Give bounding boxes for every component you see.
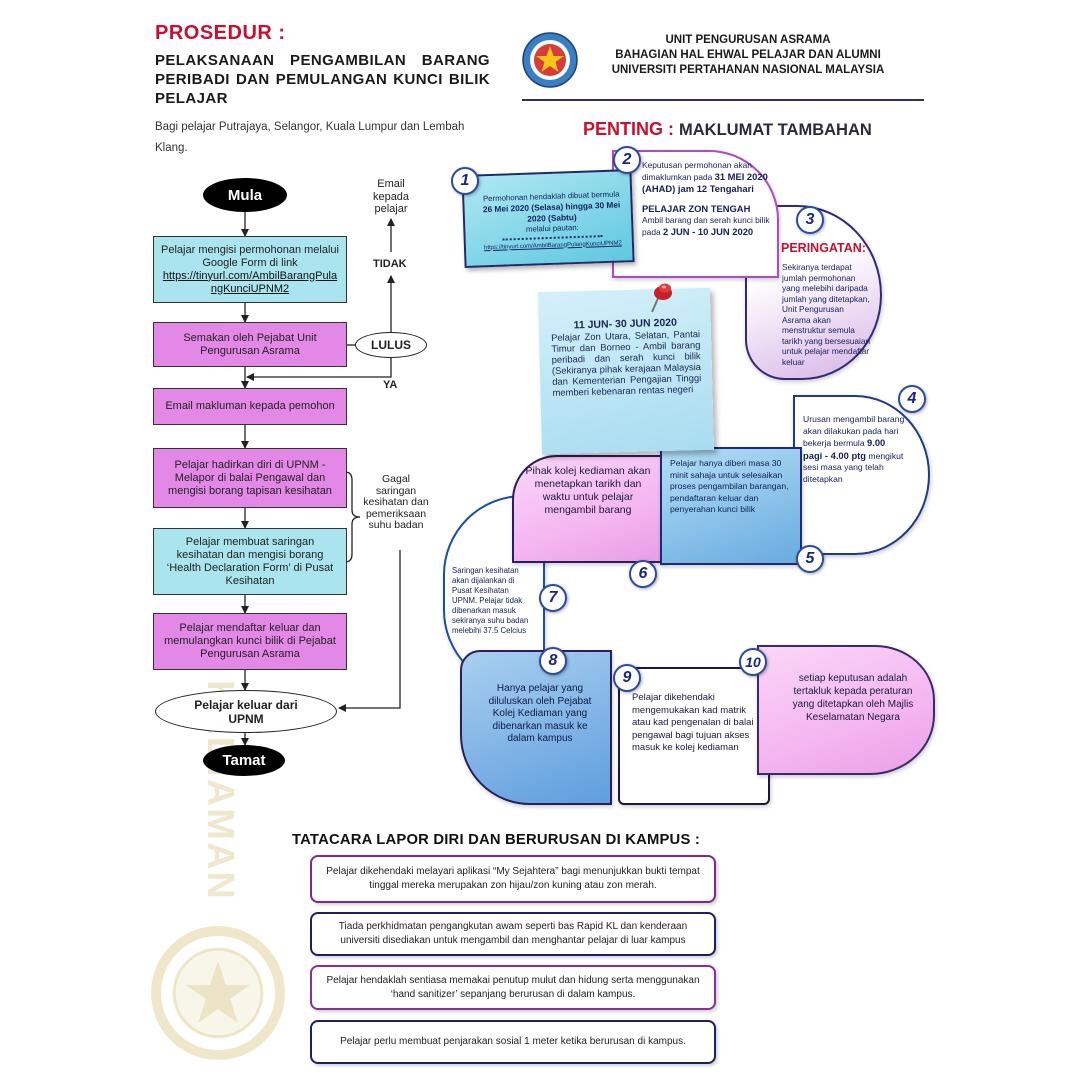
number-badge-2: 2 [613, 146, 641, 174]
segment-2-zone: PELAJAR ZON TENGAH [642, 203, 751, 214]
step3-box: Email makluman kepada pemohon [153, 388, 347, 425]
step1-text: Pelajar mengisi permohonan melalui Googl… [161, 243, 339, 269]
number-badge-1: 1 [451, 167, 479, 195]
sticky-note-text: Pelajar Zon Utara, Selatan, Pantai Timur… [550, 328, 702, 398]
org-unit: UNIT PENGURUSAN ASRAMA [665, 34, 831, 46]
upnm-logo-icon [522, 32, 578, 88]
segment-6-shape [512, 455, 665, 563]
segment-5-text: Pelajar hanya diberi masa 30 minit sahaj… [670, 458, 789, 514]
segment-1-via: melalui pautan: [525, 222, 579, 234]
segment-2-shape [612, 150, 779, 278]
segment-2-decision-date: 31 MEI 2020 (AHAD) jam 12 Tengahari [642, 171, 768, 194]
maklumat-label: MAKLUMAT TAMBAHAN [679, 121, 872, 139]
number-badge-3: 3 [796, 206, 824, 234]
number-badge-8: 8 [539, 647, 567, 675]
segment-6-text: Pihak kolej kediaman akan menetapkan tar… [525, 465, 651, 516]
prosedur-heading: PROSEDUR : [155, 22, 286, 44]
arrow-decision-ya [246, 358, 392, 381]
step5-box: Pelajar membuat saringan kesihatan dan m… [153, 528, 347, 595]
segment-1-dates: 26 Mei 2020 (Selasa) hingga 30 Mei 2020 … [482, 198, 621, 224]
segment-10-text: setiap keputusan adalah tertakluk kepada… [792, 673, 914, 723]
tidak-label: TIDAK [373, 258, 407, 270]
segment-4-shape [793, 395, 930, 555]
decision-lulus: LULUS [355, 332, 427, 358]
segment-4-outro: mengikut sesi masa yang telah ditetapkan [803, 450, 904, 484]
tatacara-item-4: Pelajar perlu membuat penjarakan sosial … [310, 1020, 716, 1064]
segment-2-decision-text: Keputusan permohonan akan dimaklumkan pa… [642, 160, 752, 182]
fail-label: Gagal saringan kesihatan dan pemeriksaan… [363, 473, 429, 531]
segment-10-shape [757, 645, 935, 775]
number-badge-7: 7 [539, 584, 567, 612]
segment-1-text: Permohonan hendaklah dibuat bermula 26 M… [480, 189, 623, 226]
number-badge-10: 10 [739, 648, 767, 676]
arrow-fail-exit [338, 550, 401, 712]
page-title: PELAKSANAAN PENGAMBILAN BARANG PERIBADI … [155, 52, 490, 107]
watermark-logo-icon [151, 926, 285, 1060]
segment-2-text: Keputusan permohonan akan dimaklumkan pa… [642, 160, 772, 238]
number-badge-9: 9 [613, 664, 641, 692]
segment-2-zone-text: Ambil barang dan serah kunci bilik pada [642, 215, 770, 237]
segment-8-shape [460, 650, 612, 805]
segment-1-url[interactable]: https://tinyurl.com/AmbilBarangPulangKun… [484, 239, 622, 251]
segment-9-text: Pelajar dikehendaki mengemukakan kad mat… [632, 692, 754, 753]
ya-label: YA [383, 379, 398, 391]
end-terminal: Tamat [203, 745, 285, 776]
org-university: UNIVERSITI PERTAHANAN NASIONAL MALAYSIA [611, 64, 885, 76]
segment-4-text: Urusan mengambil barang akan dilakukan p… [803, 414, 907, 485]
step6-box: Pelajar mendaftar keluar dan memulangkan… [153, 613, 347, 670]
segment-4-hours: 9.00 pagi - 4.00 ptg [803, 437, 886, 461]
penting-heading: PENTING :MAKLUMAT TAMBAHAN [583, 119, 872, 140]
page-subtitle: Bagi pelajar Putrajaya, Selangor, Kuala … [155, 121, 465, 154]
exit-terminal: Pelajar keluar dari UPNM [155, 690, 337, 733]
segment-9-shape [618, 667, 770, 805]
start-terminal: Mula [203, 178, 287, 212]
step1-box: Pelajar mengisi permohonan melalui Googl… [153, 236, 347, 303]
tatacara-item-3: Pelajar hendaklah sentiasa memakai penut… [310, 965, 716, 1010]
segment-4-intro: Urusan mengambil barang akan dilakukan p… [803, 414, 905, 448]
google-form-link[interactable]: https://tinyurl.com/AmbilBarangPulangKun… [162, 269, 338, 295]
fail-bracket [344, 471, 361, 563]
header-divider [522, 99, 924, 101]
org-division: BAHAGIAN HAL EHWAL PELAJAR DAN ALUMNI [615, 49, 881, 61]
segment-8-text: Hanya pelajar yang diluluskan oleh Pejab… [488, 683, 592, 744]
number-badge-5: 5 [796, 545, 824, 573]
tatacara-item-1: Pelajar dikehendaki melayari aplikasi “M… [310, 855, 716, 903]
sticky-note: 11 JUN- 30 JUN 2020 Pelajar Zon Utara, S… [537, 287, 715, 455]
tatacara-heading: TATACARA LAPOR DIRI DAN BERURUSAN DI KAM… [292, 832, 700, 848]
step4-box: Pelajar hadirkan diri di UPNM - Melapor … [153, 448, 347, 508]
segment-7-text: Saringan kesihatan akan dijalankan di Pu… [452, 566, 529, 635]
segment-1-card: Permohonan hendaklah dibuat bermula 26 M… [461, 169, 635, 268]
step2-box: Semakan oleh Pejabat Unit Pengurusan Asr… [153, 322, 347, 367]
pushpin-icon [651, 283, 672, 313]
segment-3-heading: PERINGATAN: [781, 241, 866, 255]
segment-3-text: Sekiranya terdapat jumlah permohonan yan… [782, 262, 871, 367]
segment-2-zone-dates: 2 JUN - 10 JUN 2020 [662, 226, 754, 237]
email-to-student-label: Email kepada pelajar [372, 178, 410, 215]
segment-5-shape [660, 447, 802, 565]
tatacara-item-2: Tiada perkhidmatan pengangkutan awam sep… [310, 912, 716, 956]
penting-label: PENTING : [583, 119, 675, 139]
number-badge-4: 4 [898, 385, 926, 413]
number-badge-6: 6 [629, 560, 657, 588]
